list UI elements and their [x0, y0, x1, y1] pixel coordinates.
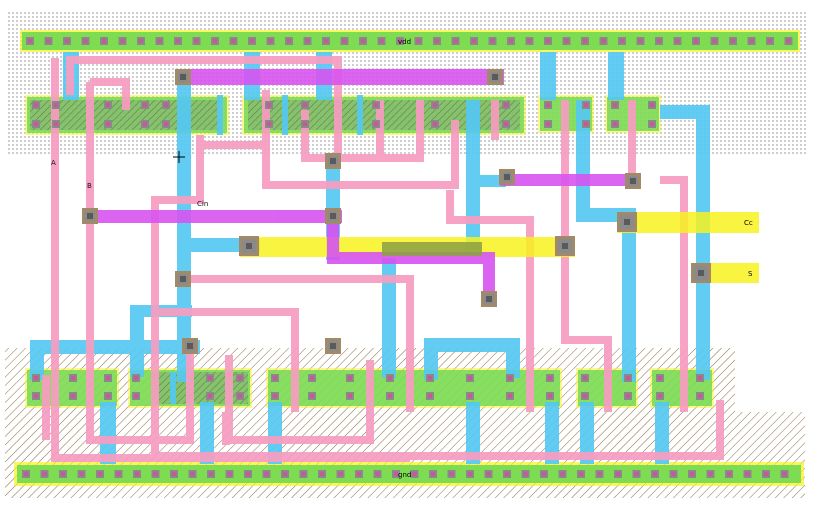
overlap-region — [382, 242, 482, 256]
vdd-label: vdd — [398, 38, 411, 46]
contacts — [22, 37, 793, 478]
vias — [82, 69, 711, 354]
input-cin-label: Cin — [197, 200, 208, 208]
output-s-label: S — [748, 270, 753, 278]
input-a-label: A — [51, 159, 56, 167]
crosshair-cursor — [173, 151, 185, 163]
vdd-rail — [20, 30, 800, 52]
metal2-wires — [82, 69, 640, 302]
input-b-label: B — [87, 182, 92, 190]
cc-pin[interactable] — [617, 212, 759, 233]
gnd-label: gnd — [398, 471, 411, 479]
output-cc-label: Cc — [744, 219, 753, 227]
poly-wires — [42, 56, 724, 462]
